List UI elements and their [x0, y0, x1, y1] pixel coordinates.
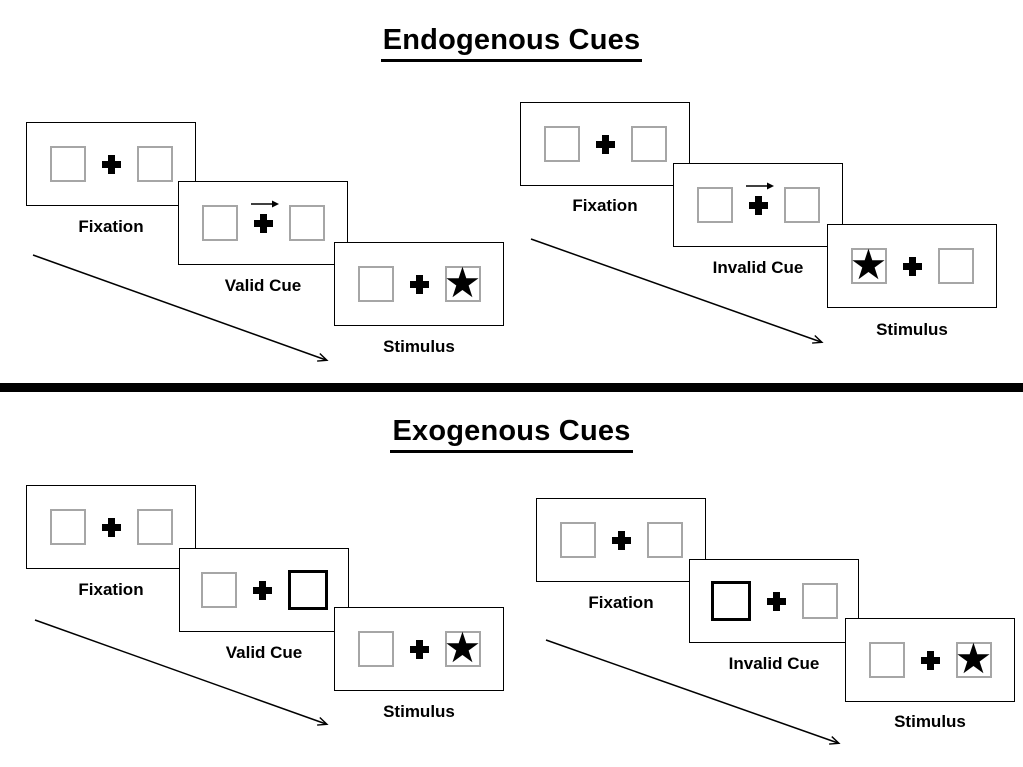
right-target-box: ★ — [444, 627, 482, 669]
right-placeholder-box — [783, 187, 820, 223]
panel-invalid-cue — [689, 559, 859, 643]
panel-label-cue: Invalid Cue — [728, 654, 820, 673]
left-placeholder-box — [200, 572, 237, 608]
panel-label-cue: Invalid Cue — [712, 258, 804, 277]
left-placeholder-box — [868, 642, 905, 678]
plus-shape — [595, 134, 615, 154]
timeline-arrow-endogenous-valid — [32, 254, 329, 362]
plus-shape — [902, 256, 922, 276]
plus-shape — [252, 580, 272, 600]
right-placeholder-box — [801, 583, 838, 619]
left-placeholder-box — [543, 126, 580, 162]
star-icon: ★ — [954, 634, 993, 683]
fixation-cross-icon — [409, 274, 429, 294]
fixation-cross-icon — [902, 256, 922, 276]
right-target-box: ★ — [444, 262, 482, 304]
timeline-arrow-exogenous-valid — [34, 619, 329, 726]
fixation-cross-icon — [101, 517, 121, 537]
right-cue-highlight-box — [287, 570, 328, 610]
cue-arrow-right-icon — [745, 182, 774, 189]
plus-shape — [409, 274, 429, 294]
plus-shape — [611, 530, 631, 550]
panel-invalid-cue — [673, 163, 843, 247]
right-placeholder-box — [136, 146, 173, 182]
fixation-cross-icon — [409, 639, 429, 659]
cue-arrow-right-icon — [250, 200, 279, 207]
panel-label-fixation: Fixation — [572, 196, 638, 215]
panel-valid-cue — [179, 548, 349, 632]
left-cue-highlight-box — [710, 581, 751, 621]
fixation-cross-icon — [766, 591, 786, 611]
left-placeholder-box — [201, 205, 238, 241]
star-icon: ★ — [443, 623, 482, 672]
section-title-row-exogenous: Exogenous Cues — [0, 415, 1023, 453]
panel-label-fixation: Fixation — [588, 593, 654, 612]
section-divider — [0, 383, 1023, 392]
fixation-cross-icon — [745, 182, 774, 215]
left-placeholder-box — [49, 146, 86, 182]
panel-valid-cue — [178, 181, 348, 265]
right-target-box: ★ — [955, 638, 993, 680]
section-title-exogenous: Exogenous Cues — [390, 415, 633, 453]
panel-stimulus: ★ — [845, 618, 1015, 702]
panel-label-cue: Valid Cue — [224, 276, 302, 295]
panel-label-fixation: Fixation — [78, 217, 144, 236]
left-placeholder-box — [696, 187, 733, 223]
panel-label-stimulus: Stimulus — [383, 702, 455, 721]
panel-fixation — [26, 122, 196, 206]
panel-label-stimulus: Stimulus — [383, 337, 455, 356]
panel-label-stimulus: Stimulus — [876, 320, 948, 339]
plus-shape — [101, 517, 121, 537]
panel-label-cue: Valid Cue — [225, 643, 303, 662]
left-target-box: ★ — [850, 244, 888, 286]
panel-fixation — [520, 102, 690, 186]
panel-stimulus: ★ — [334, 607, 504, 691]
right-placeholder-box — [136, 509, 173, 545]
timeline-arrow-endogenous-invalid — [530, 238, 824, 344]
panel-fixation — [536, 498, 706, 582]
plus-shape — [409, 639, 429, 659]
right-placeholder-box — [288, 205, 325, 241]
left-placeholder-box — [357, 266, 394, 302]
panel-fixation — [26, 485, 196, 569]
panel-label-stimulus: Stimulus — [894, 712, 966, 731]
left-placeholder-box — [559, 522, 596, 558]
left-placeholder-box — [357, 631, 394, 667]
panel-label-fixation: Fixation — [78, 580, 144, 599]
star-icon: ★ — [443, 258, 482, 307]
left-placeholder-box — [49, 509, 86, 545]
fixation-cross-icon — [920, 650, 940, 670]
right-placeholder-box — [630, 126, 667, 162]
fixation-cross-icon — [101, 154, 121, 174]
star-icon: ★ — [849, 240, 888, 289]
section-title-row-endogenous: Endogenous Cues — [0, 24, 1023, 62]
plus-shape — [748, 195, 768, 215]
plus-shape — [101, 154, 121, 174]
plus-shape — [920, 650, 940, 670]
fixation-cross-icon — [252, 580, 272, 600]
panel-stimulus: ★ — [827, 224, 997, 308]
fixation-cross-icon — [250, 200, 279, 233]
panel-stimulus: ★ — [334, 242, 504, 326]
section-title-endogenous: Endogenous Cues — [380, 24, 643, 62]
right-placeholder-box — [937, 248, 974, 284]
plus-shape — [766, 591, 786, 611]
fixation-cross-icon — [611, 530, 631, 550]
plus-shape — [253, 213, 273, 233]
fixation-cross-icon — [595, 134, 615, 154]
right-placeholder-box — [646, 522, 683, 558]
